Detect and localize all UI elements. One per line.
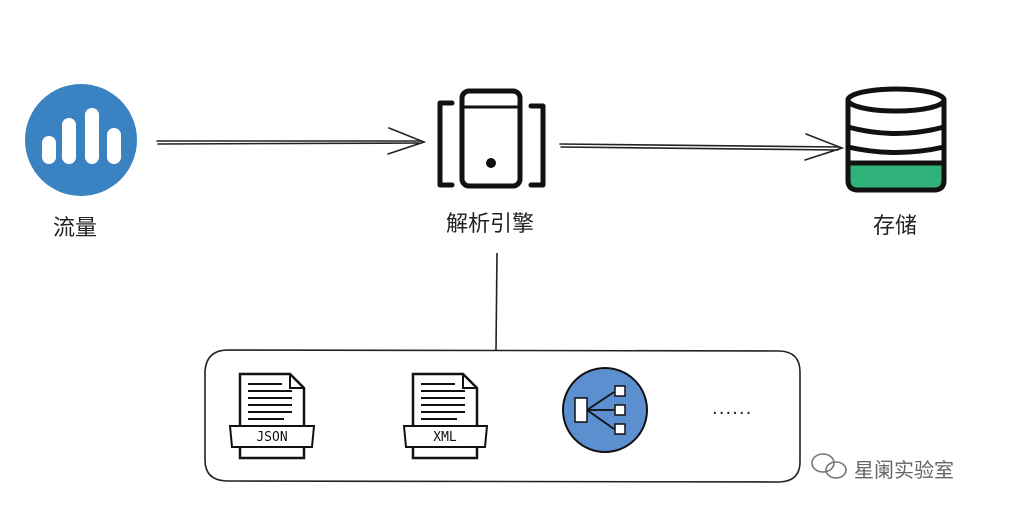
wechat-icon: [811, 453, 847, 479]
watermark-text: 星阑实验室: [854, 458, 954, 482]
bar-chart-icon: [25, 84, 137, 196]
more-ellipsis: ......: [712, 398, 753, 419]
storage-label: 存储: [873, 214, 918, 239]
traffic-label: 流量: [53, 216, 98, 241]
arrow-engine-to-storage: [559, 133, 845, 161]
server-device-icon: [437, 88, 546, 189]
formats-container: [204, 349, 801, 483]
tree-structure-icon: [562, 367, 648, 453]
database-icon: [845, 86, 947, 193]
engine-label: 解析引擎: [446, 212, 535, 237]
json-label: JSON: [256, 430, 287, 445]
xml-file-icon: XML: [402, 372, 489, 460]
xml-label: XML: [433, 430, 457, 445]
connector-line: [495, 252, 498, 351]
arrow-traffic-to-engine: [156, 127, 427, 155]
json-file-icon: JSON: [228, 372, 316, 460]
